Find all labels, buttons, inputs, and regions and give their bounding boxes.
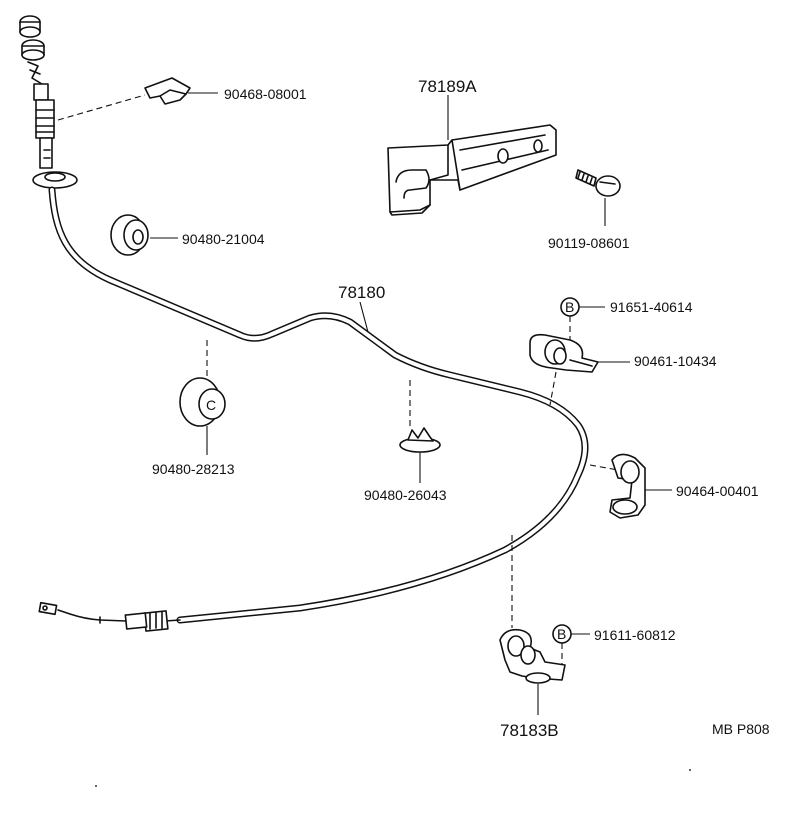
bracket-top xyxy=(387,95,557,216)
bracket-bottom xyxy=(499,535,590,715)
label-grommet-a: 90480-21004 xyxy=(182,231,265,247)
label-grommet-b: 90480-28213 xyxy=(152,461,235,477)
figure-code: MB P808 xyxy=(712,721,770,737)
label-clip-top: 90468-08001 xyxy=(224,86,307,102)
marker-b-2: B xyxy=(557,626,566,642)
cable-top-end xyxy=(19,15,78,189)
cable-bottom-end xyxy=(38,601,181,632)
label-clamp-1: 90461-10434 xyxy=(634,353,717,369)
label-grommet-c: 90480-26043 xyxy=(364,487,447,503)
label-bracket-bottom: 78183B xyxy=(500,721,559,740)
grommet-b xyxy=(179,340,226,455)
bolt xyxy=(575,169,621,226)
label-bolt-b1: 91651-40614 xyxy=(610,299,693,315)
clamp-2 xyxy=(589,453,672,519)
grommet-a xyxy=(110,214,178,256)
label-clamp-2: 90464-00401 xyxy=(676,483,759,499)
label-bracket-top: 78189A xyxy=(418,77,477,96)
clamp-1 xyxy=(529,297,630,406)
marker-c: C xyxy=(206,397,216,413)
grommet-c xyxy=(399,380,441,483)
label-cable-assy: 78180 xyxy=(338,283,385,302)
label-bolt-b2: 91611-60812 xyxy=(594,627,676,643)
clip-top xyxy=(57,77,218,121)
marker-b-1: B xyxy=(565,299,574,315)
main-cable xyxy=(48,186,589,624)
label-bolt: 90119-08601 xyxy=(548,235,630,251)
